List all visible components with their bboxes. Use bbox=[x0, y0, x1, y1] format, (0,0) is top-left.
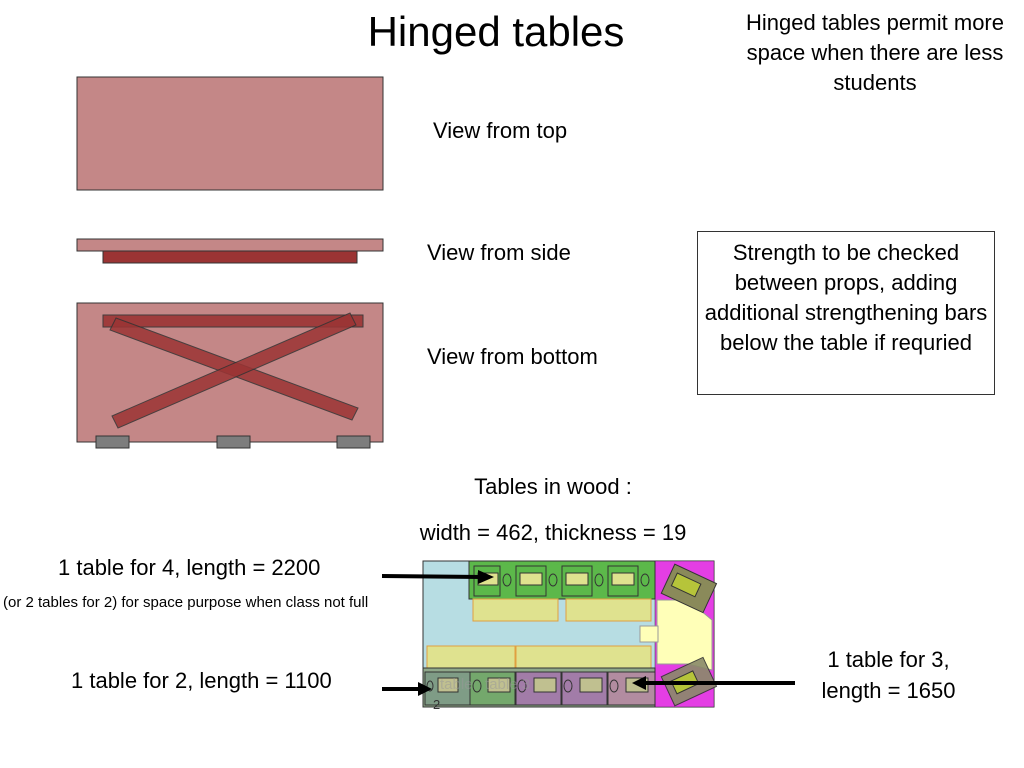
table-top-view bbox=[76, 76, 384, 191]
bottom-crossed-legs bbox=[109, 312, 359, 429]
arrow-table-for-3 bbox=[632, 676, 795, 690]
label-table-for-4-sub: (or 2 tables for 2) for space purpose wh… bbox=[3, 594, 369, 611]
label-table-for-4: 1 table for 4, length = 2200 bbox=[58, 555, 321, 580]
foot-middle bbox=[216, 435, 251, 449]
table-side-bar bbox=[102, 250, 358, 264]
arrow-table-for-2 bbox=[382, 682, 432, 696]
seat-label: 2 bbox=[433, 697, 441, 712]
faded-overlay-text: table table 3 bbox=[440, 676, 531, 693]
arrow-table-for-4 bbox=[381, 570, 494, 584]
note-hinged-benefit: Hinged tables permit more space when the… bbox=[745, 10, 1004, 95]
strength-note-box: Strength to be checked between props, ad… bbox=[697, 231, 995, 395]
label-table-for-2: 1 table for 2, length = 1100 bbox=[71, 668, 332, 693]
foot-right bbox=[336, 435, 371, 449]
table-side-board bbox=[76, 238, 384, 252]
wood-dimensions: width = 462, thickness = 19 bbox=[419, 520, 687, 545]
page-title: Hinged tables bbox=[367, 8, 625, 55]
label-view-side: View from side bbox=[427, 240, 571, 265]
foot-left bbox=[95, 435, 130, 449]
classroom-layout bbox=[422, 560, 718, 708]
label-view-top: View from top bbox=[433, 118, 568, 143]
bottom-cross-rail bbox=[102, 314, 364, 328]
label-view-bottom: View from bottom bbox=[427, 344, 598, 369]
label-table-for-3: 1 table for 3, length = 1650 bbox=[821, 647, 956, 703]
wood-heading: Tables in wood : bbox=[474, 474, 632, 499]
